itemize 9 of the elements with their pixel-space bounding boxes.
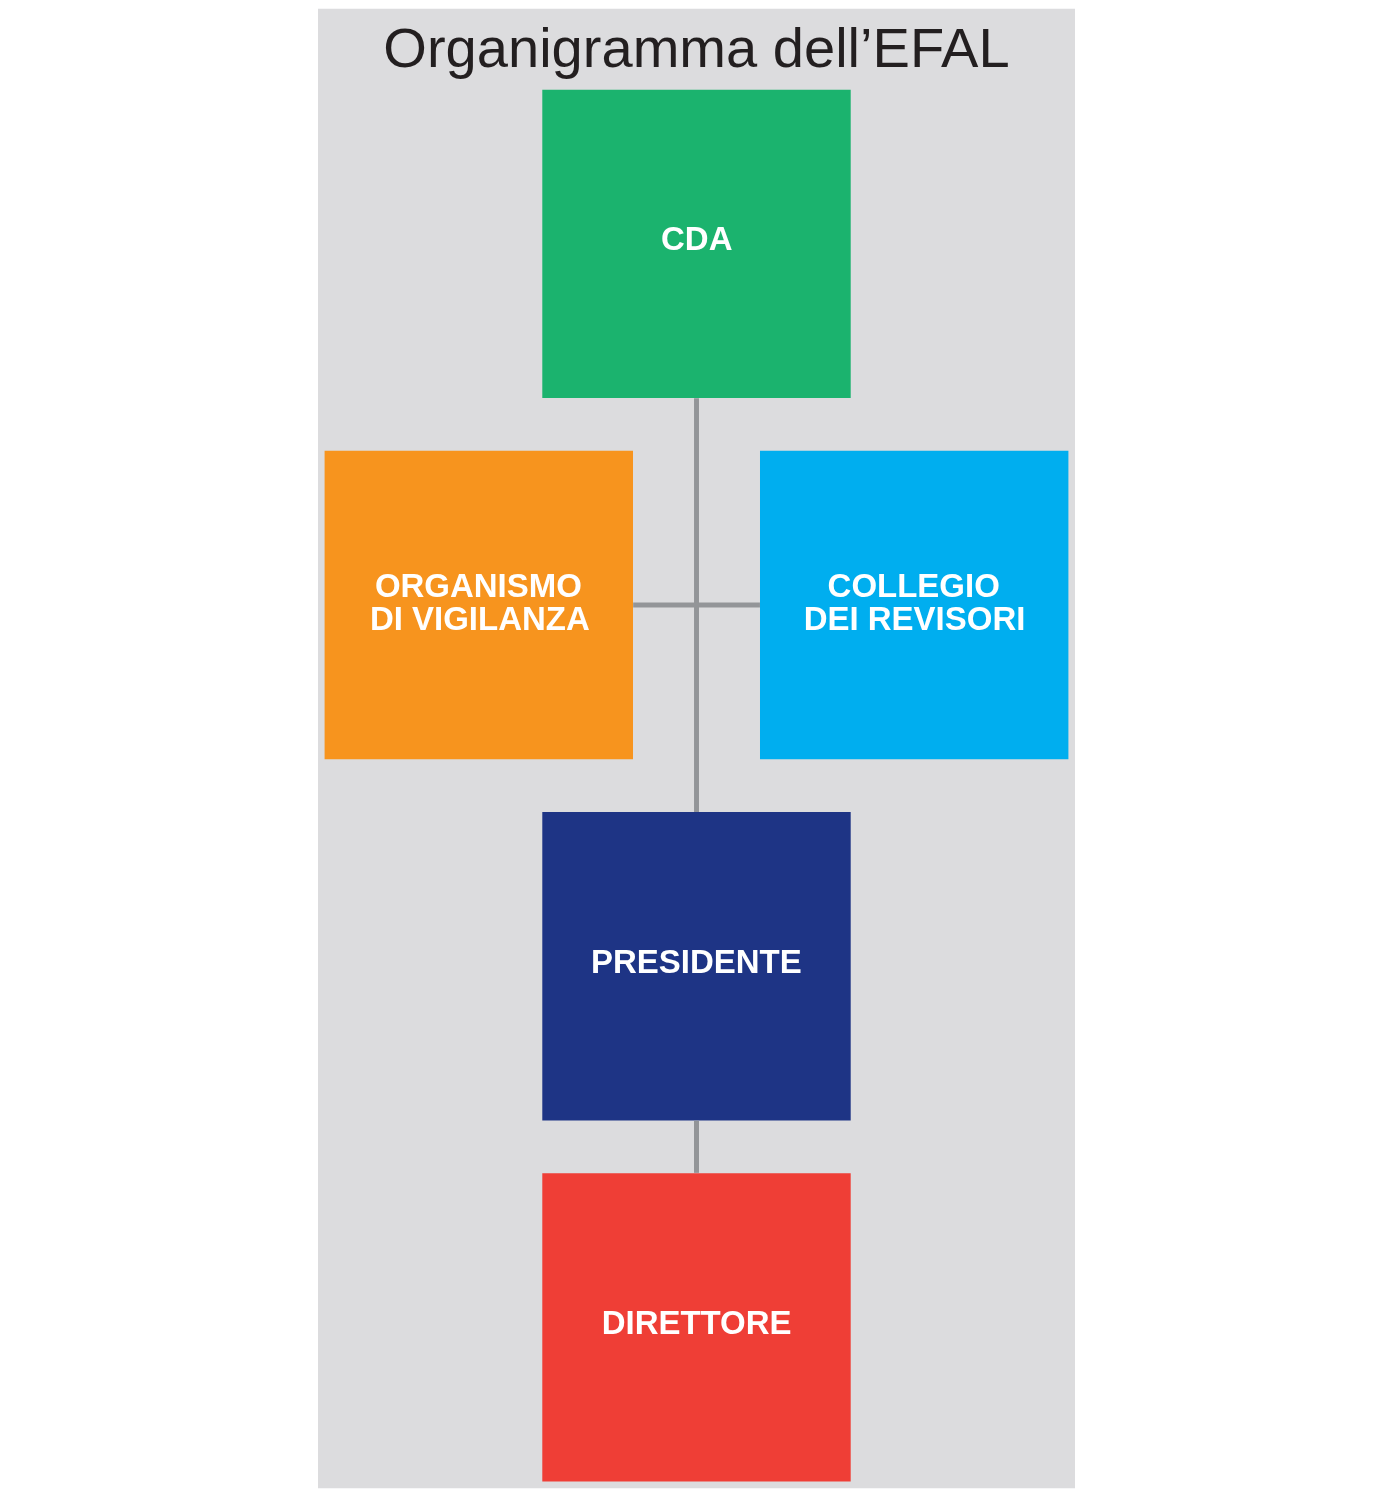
- node-box: ORGANISMO DI VIGILANZA: [324, 450, 633, 760]
- node-box: COLLEGIO DEI REVISORI: [759, 450, 1068, 760]
- connector: [632, 602, 760, 608]
- connector: [693, 1120, 699, 1173]
- node-box: PRESIDENTE: [541, 812, 851, 1121]
- connector: [693, 398, 699, 812]
- diagram-title: Organigramma dell’EFAL: [382, 15, 1010, 79]
- node-box: DIRETTORE: [541, 1173, 851, 1482]
- node-box: CDA: [541, 89, 851, 399]
